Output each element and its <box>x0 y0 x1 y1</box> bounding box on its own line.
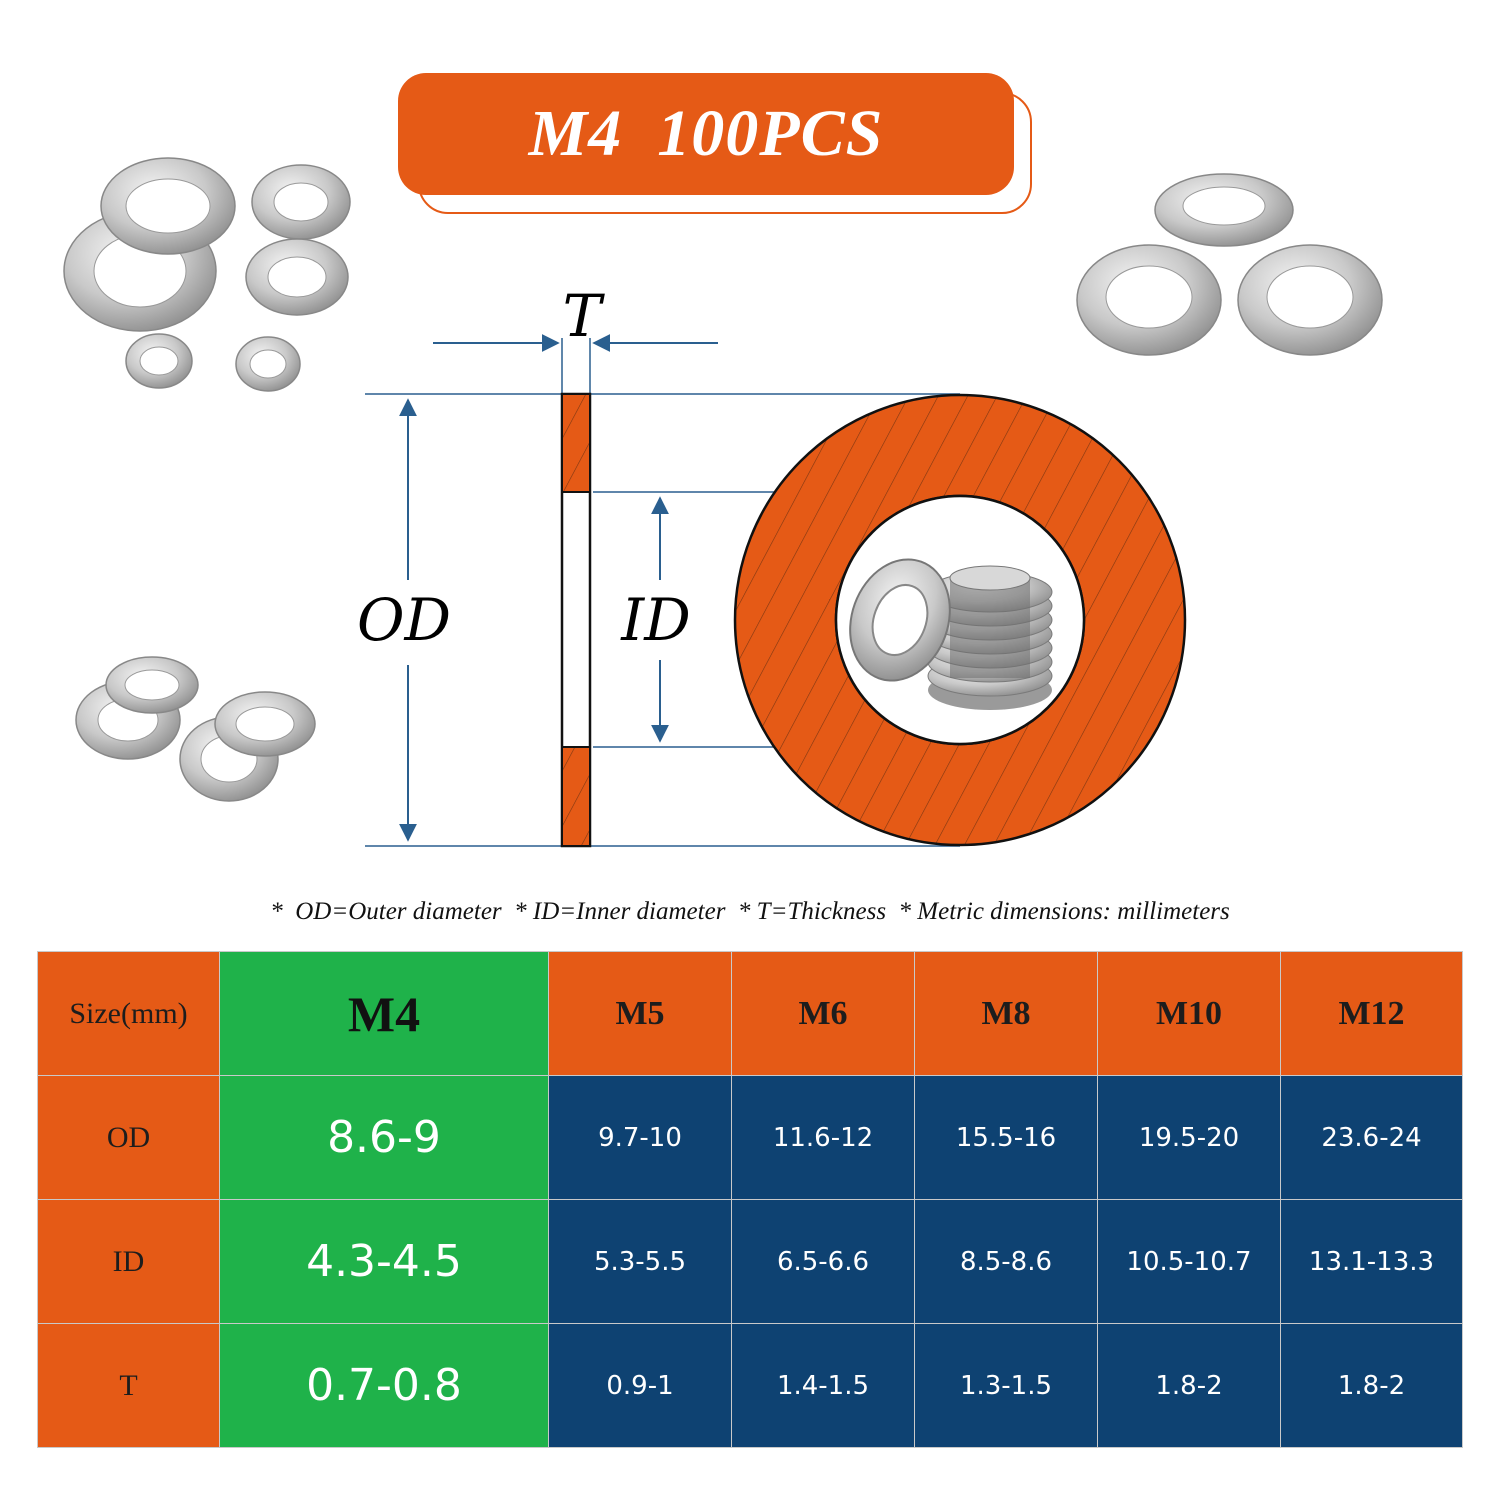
washer-pairs-photo-bottom-left <box>75 656 316 802</box>
table-row-id: ID 4.3-4.5 5.3-5.5 6.5-6.6 8.5-8.6 10.5-… <box>37 1199 1463 1324</box>
row-label-cell: ID <box>37 1199 220 1324</box>
washer-dimension-diagram: T OD ID <box>63 157 1383 848</box>
size-spec-table: Size(mm) M4 M5 M6 M8 M10 M12 OD 8.6-9 9.… <box>37 951 1463 1448</box>
highlight-value-cell: 4.3-4.5 <box>219 1199 549 1324</box>
value-cell: 13.1-13.3 <box>1280 1199 1463 1324</box>
id-label: ID <box>620 586 690 654</box>
value-cell: 5.3-5.5 <box>548 1199 732 1324</box>
highlight-value-cell: 0.7-0.8 <box>219 1323 549 1448</box>
value-cell: 10.5-10.7 <box>1097 1199 1281 1324</box>
highlight-value-cell: 8.6-9 <box>219 1075 549 1200</box>
value-cell: 23.6-24 <box>1280 1075 1463 1200</box>
value-cell: 8.5-8.6 <box>914 1199 1098 1324</box>
table-row-od: OD 8.6-9 9.7-10 11.6-12 15.5-16 19.5-20 … <box>37 1075 1463 1200</box>
header-size-cell: M5 <box>548 951 732 1076</box>
header-size-cell: M12 <box>1280 951 1463 1076</box>
value-cell: 1.3-1.5 <box>914 1323 1098 1448</box>
od-label: OD <box>357 586 451 654</box>
washer-stack-photo-center <box>849 558 1053 710</box>
value-cell: 9.7-10 <box>548 1075 732 1200</box>
value-cell: 1.4-1.5 <box>731 1323 915 1448</box>
header-size-cell: M8 <box>914 951 1098 1076</box>
value-cell: 19.5-20 <box>1097 1075 1281 1200</box>
title-text: M4 100PCS <box>528 97 884 170</box>
header-highlight-cell: M4 <box>219 951 549 1076</box>
value-cell: 0.9-1 <box>548 1323 732 1448</box>
row-label-cell: OD <box>37 1075 220 1200</box>
t-label: T <box>563 282 606 350</box>
header-size-cell: M6 <box>731 951 915 1076</box>
header-label-cell: Size(mm) <box>37 951 220 1076</box>
side-section-bottom <box>563 747 589 845</box>
table-row-t: T 0.7-0.8 0.9-1 1.4-1.5 1.3-1.5 1.8-2 1.… <box>37 1323 1463 1448</box>
value-cell: 6.5-6.6 <box>731 1199 915 1324</box>
value-cell: 15.5-16 <box>914 1075 1098 1200</box>
washer-trio-photo-top-right <box>1076 173 1383 356</box>
value-cell: 11.6-12 <box>731 1075 915 1200</box>
washer-assortment-photo-top-left <box>63 157 351 392</box>
value-cell: 1.8-2 <box>1280 1323 1463 1448</box>
value-cell: 1.8-2 <box>1097 1323 1281 1448</box>
title-badge: M4 100PCS <box>398 73 1014 195</box>
header-size-cell: M10 <box>1097 951 1281 1076</box>
table-header-row: Size(mm) M4 M5 M6 M8 M10 M12 <box>37 951 1463 1076</box>
dimension-legend-note: * OD=Outer diameter * ID=Inner diameter … <box>270 898 1230 925</box>
side-section-top <box>563 395 589 492</box>
row-label-cell: T <box>37 1323 220 1448</box>
